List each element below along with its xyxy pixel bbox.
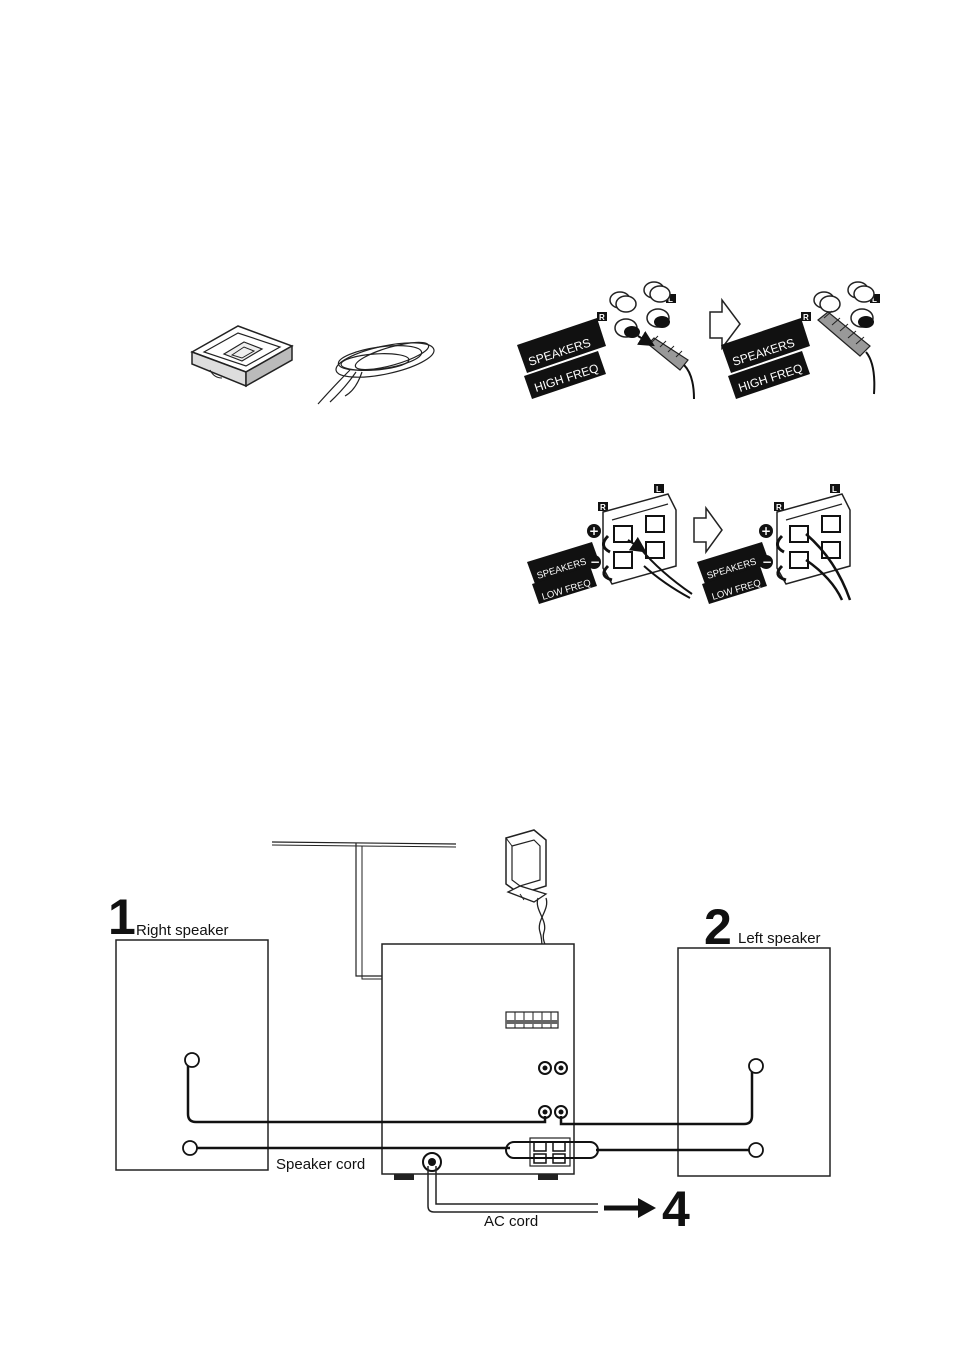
high-freq-jack-r-bottom xyxy=(615,319,640,338)
left-speaker xyxy=(678,948,830,1176)
main-unit xyxy=(382,944,574,1180)
step-4-number: 4 xyxy=(662,1181,690,1237)
fm-wire-antenna-illustration xyxy=(318,336,437,404)
high-freq-jack-l-bottom xyxy=(647,309,670,328)
low-freq-before: SPEAKERS LOW FREQ R L + − xyxy=(527,484,692,604)
left-speaker-label: Left speaker xyxy=(738,930,821,947)
ac-cord-label: AC cord xyxy=(484,1213,538,1230)
low-freq-channel-l: L xyxy=(656,485,661,494)
low-freq-minus: − xyxy=(590,555,600,569)
high-freq-after-channel-r: R xyxy=(803,313,809,322)
right-speaker-label: Right speaker xyxy=(136,922,229,939)
low-freq-after-plus: + xyxy=(761,524,771,538)
low-freq-after-channel-l: L xyxy=(832,485,837,494)
ac-inlet xyxy=(423,1153,441,1171)
low-freq-after-minus: − xyxy=(762,555,772,569)
low-freq-step-arrow xyxy=(694,508,722,552)
low-freq-after: SPEAKERS LOW FREQ R L + − xyxy=(697,484,850,604)
speaker-cord-label: Speaker cord xyxy=(276,1156,365,1173)
right-speaker xyxy=(116,940,268,1170)
high-freq-before: SPEAKERS HIGH FREQ R L xyxy=(517,282,694,399)
loop-antenna-illustration xyxy=(192,326,292,386)
high-freq-jack-r-top xyxy=(610,292,636,312)
high-freq-plug xyxy=(638,336,694,399)
high-freq-jack-l-top xyxy=(644,282,670,302)
step-1-number: 1 xyxy=(108,889,136,945)
high-freq-after: SPEAKERS HIGH FREQ R L xyxy=(721,282,880,399)
loop-antenna-standing xyxy=(506,830,546,902)
low-freq-plus: + xyxy=(589,524,599,538)
step-2-number: 2 xyxy=(704,899,732,955)
high-freq-channel-r: R xyxy=(599,313,605,322)
antenna-terminal-block xyxy=(506,1012,558,1028)
